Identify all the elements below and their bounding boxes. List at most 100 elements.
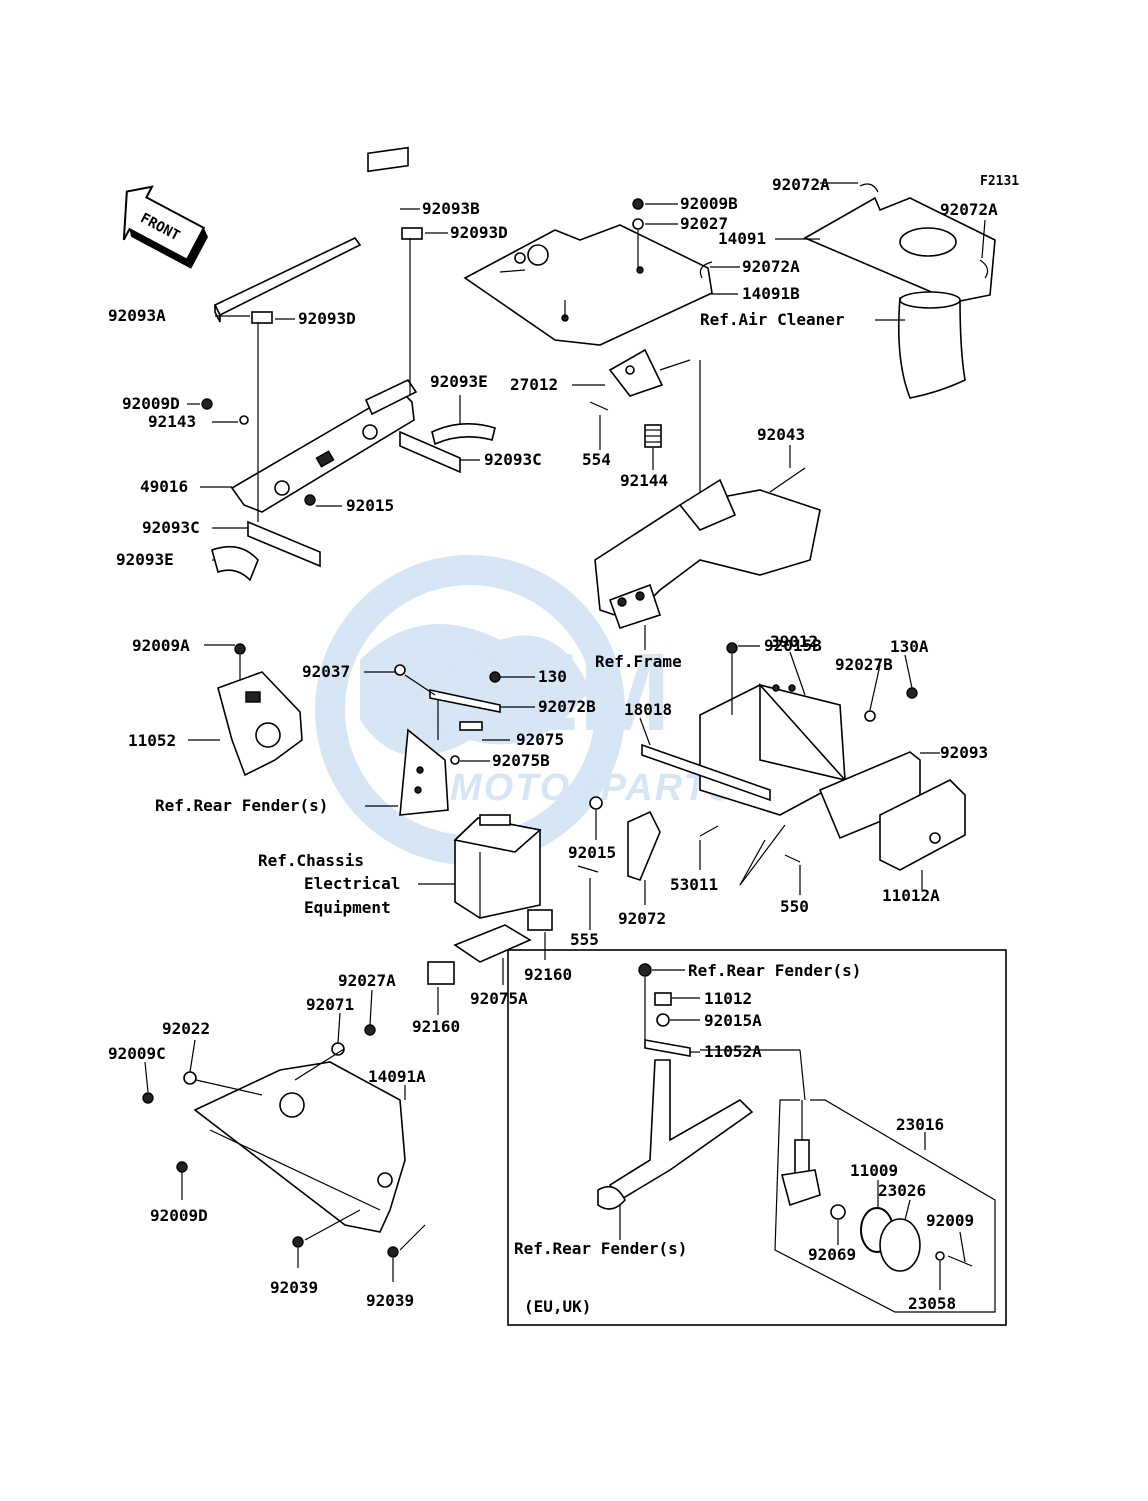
label-11052A: 11052A [704,1042,762,1061]
foam-block-92093B [367,146,409,173]
cover-11012A [879,779,966,871]
screw-92009C [142,1092,154,1104]
label-92072A-top: 92072A [772,175,830,194]
clip-92072A-top [859,183,879,193]
label-92015-left: 92015 [346,496,394,515]
nut-92015-right [589,796,603,810]
label-14091: 14091 [718,229,766,248]
bolt-92015B [726,642,738,654]
label-92027: 92027 [680,214,728,233]
washer-23058 [935,1251,945,1261]
washer-92027B [864,710,876,722]
mat-92075A [453,924,532,963]
callout-labels: 92072A 92072A 92072A 14091 14091B 92009B… [108,175,998,1316]
label-92093: 92093 [940,743,988,762]
label-92160-right: 92160 [524,965,572,984]
spring-92144 [644,424,662,448]
label-92075: 92075 [516,730,564,749]
label-555: 555 [570,930,599,949]
label-130A: 130A [890,637,929,656]
label-92015A: 92015A [704,1011,762,1030]
screw-92039-right [387,1246,399,1258]
clip-92072A-right [979,259,989,279]
label-92022: 92022 [162,1019,210,1038]
cover-plate-14091 [803,196,996,303]
cover-14091A [193,1061,406,1233]
label-92039-left: 92039 [270,1278,318,1297]
bracket-18018 [641,743,771,802]
pad-92160-right [527,909,553,931]
foam-arc-92093E-left [211,545,259,582]
label-23058: 23058 [908,1294,956,1313]
label-92039-right: 92039 [366,1291,414,1310]
label-ref-frame: Ref.Frame [595,652,682,671]
label-92093D-top: 92093D [450,223,508,242]
label-92043: 92043 [757,425,805,444]
frame-structure [594,478,821,630]
clamp-92037 [394,664,406,676]
label-92075B: 92075B [492,751,550,770]
label-14091A: 14091A [368,1067,426,1086]
label-23016: 23016 [896,1115,944,1134]
screw-92009 [947,1255,973,1267]
label-92009: 92009 [926,1211,974,1230]
screw-92009D-bottom [176,1161,188,1173]
screw-92009D-top [201,398,213,410]
label-92093C-right: 92093C [484,450,542,469]
strap-92075 [459,721,483,731]
inset-frame [507,949,1007,1326]
label-27012: 27012 [510,375,558,394]
collar-11012 [654,992,672,1006]
bolt-92009B [632,198,644,210]
gasket-92093 [818,751,921,840]
bolt-92043 [769,467,806,493]
front-arrow-icon: FRONT [122,185,209,269]
foam-pad-92093D-top [401,227,423,240]
label-92027B: 92027B [835,655,893,674]
label-49016: 49016 [140,477,188,496]
label-ref-chassis-3: Equipment [304,898,391,917]
lamp-bracket-group-23016 [774,1099,996,1313]
nut-92015A [656,1013,670,1027]
foam-pad-92093D-left [251,311,273,324]
rear-fender-bracket [399,728,449,816]
figure-code: F2131 [980,174,1019,189]
label-92037: 92037 [302,662,350,681]
watermark: OEM MOTORPARTS [315,555,734,865]
label-92093B: 92093B [422,199,480,218]
cover-plate-14091B [463,224,713,346]
label-39012-visible: 39012 [770,632,818,651]
label-18018: 18018 [624,700,672,719]
label-92072: 92072 [618,909,666,928]
label-92093C-left: 92093C [142,518,200,537]
label-92009A: 92009A [132,636,190,655]
label-92009C: 92009C [108,1044,166,1063]
bracket-92072 [627,810,661,881]
bracket-27012 [608,348,664,397]
label-92009B: 92009B [680,194,738,213]
label-11009: 11009 [850,1161,898,1180]
plate-11052 [217,671,303,777]
label-92075A: 92075A [470,989,528,1008]
rear-fender-frame-inset [597,1059,754,1210]
label-92072A-mid: 92072A [742,257,800,276]
pin-554 [589,401,609,411]
foam-strip-92093C-left [247,520,321,568]
label-92160-left: 92160 [412,1017,460,1036]
clip-92072A-mid [699,261,713,279]
pin-53011 [699,825,719,837]
washer-92022 [183,1071,197,1085]
bolt-130 [489,671,501,683]
label-92093E-top: 92093E [430,372,488,391]
air-cleaner-duct [897,291,966,399]
bolt-92027A [364,1024,376,1036]
washer-92143 [239,415,249,425]
pin-550 [784,854,801,863]
bracket-11052A [644,1039,691,1057]
label-ref-chassis-2: Electrical [304,874,400,893]
label-92093E-left: 92093E [116,550,174,569]
label-92015B: 92015B [764,636,822,655]
label-92072A-right: 92072A [940,200,998,219]
label-92093A: 92093A [108,306,166,325]
label-550: 550 [780,897,809,916]
